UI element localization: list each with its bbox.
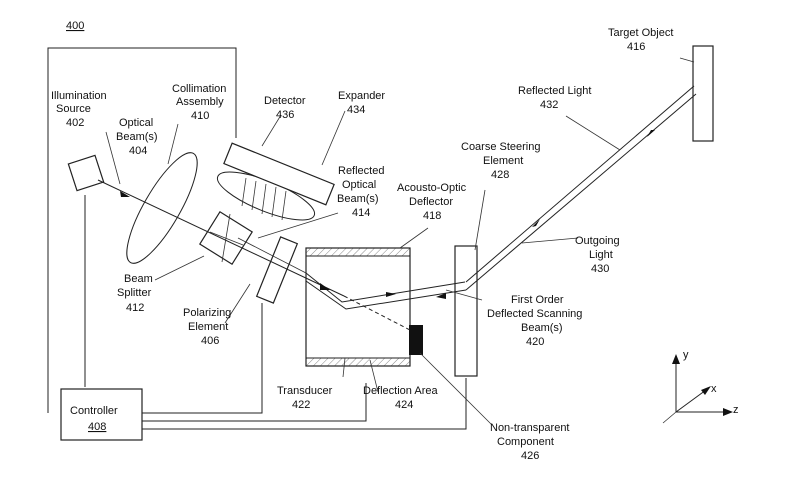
beam-paths [97, 85, 697, 331]
axis-label-z: z [733, 404, 739, 416]
figure-number: 400 [66, 20, 84, 32]
label-optical-beam: Optical Beam(s) 404 [116, 117, 158, 157]
svg-text:404: 404 [129, 145, 147, 157]
label-deflection-area: Deflection Area 424 [363, 385, 438, 411]
axis-label-y: y [683, 349, 689, 361]
svg-text:Polarizing: Polarizing [183, 307, 231, 319]
label-coarse-steering: Coarse Steering Element 428 [461, 141, 541, 181]
svg-text:Deflected Scanning: Deflected Scanning [487, 308, 582, 320]
svg-text:Reflected Light: Reflected Light [518, 85, 591, 97]
beam-splitter [198, 210, 254, 266]
label-collimation-assembly: Collimation Assembly 410 [172, 83, 226, 122]
svg-text:430: 430 [591, 263, 609, 275]
label-target-object: Target Object 416 [608, 27, 673, 53]
svg-text:424: 424 [395, 399, 413, 411]
label-non-transparent: Non-transparent Component 426 [490, 422, 570, 462]
svg-text:Transducer: Transducer [277, 385, 333, 397]
svg-text:Beam: Beam [124, 273, 153, 285]
label-reflected-light: Reflected Light 432 [518, 85, 591, 111]
svg-text:Deflection Area: Deflection Area [363, 385, 438, 397]
svg-text:Component: Component [497, 436, 554, 448]
svg-text:Splitter: Splitter [117, 287, 152, 299]
svg-text:428: 428 [491, 169, 509, 181]
svg-text:418: 418 [423, 210, 441, 222]
label-expander: Expander 434 [338, 90, 385, 116]
detector-box [223, 142, 335, 206]
svg-text:Controller: Controller [70, 405, 118, 417]
svg-text:422: 422 [292, 399, 310, 411]
label-acousto-optic-deflector: Acousto-Optic Deflector 418 [397, 182, 467, 222]
svg-text:Reflected: Reflected [338, 165, 384, 177]
svg-text:420: 420 [526, 336, 544, 348]
svg-text:Optical: Optical [119, 117, 153, 129]
svg-text:402: 402 [66, 117, 84, 129]
collimation-lens [126, 152, 198, 264]
svg-text:414: 414 [352, 207, 370, 219]
label-detector: Detector 436 [264, 95, 306, 121]
coarse-steering-element [454, 245, 478, 377]
non-transparent-component [409, 325, 423, 355]
svg-text:Expander: Expander [338, 90, 385, 102]
svg-text:Beam(s): Beam(s) [116, 131, 158, 143]
controller-box: Controller 408 [60, 388, 143, 441]
label-first-order: First Order Deflected Scanning Beam(s) 4… [487, 294, 582, 348]
svg-text:Acousto-Optic: Acousto-Optic [397, 182, 467, 194]
axis-label-x: x [711, 383, 717, 395]
svg-text:Outgoing: Outgoing [575, 235, 620, 247]
label-transducer: Transducer 422 [277, 385, 333, 411]
label-outgoing-light: Outgoing Light 430 [575, 235, 620, 275]
svg-text:412: 412 [126, 302, 144, 314]
svg-text:Target Object: Target Object [608, 27, 673, 39]
svg-text:Light: Light [589, 249, 613, 261]
target-object [692, 45, 714, 142]
svg-text:Coarse Steering: Coarse Steering [461, 141, 541, 153]
svg-text:426: 426 [521, 450, 539, 462]
label-beam-splitter: Beam Splitter 412 [117, 273, 153, 314]
leader-lines [105, 57, 695, 426]
svg-text:Source: Source [56, 103, 91, 115]
svg-text:416: 416 [627, 41, 645, 53]
label-illumination-source: Illumination Source 402 [51, 90, 107, 129]
svg-text:434: 434 [347, 104, 365, 116]
svg-text:First Order: First Order [511, 294, 564, 306]
svg-text:406: 406 [201, 335, 219, 347]
illumination-source-box [67, 154, 105, 192]
polarizing-element [255, 236, 299, 304]
svg-text:Element: Element [188, 321, 228, 333]
svg-text:Element: Element [483, 155, 523, 167]
expander-lens-lines [241, 177, 287, 221]
svg-text:Deflector: Deflector [409, 196, 453, 208]
svg-text:410: 410 [191, 110, 209, 122]
svg-text:408: 408 [88, 421, 106, 433]
svg-text:Collimation: Collimation [172, 83, 226, 95]
svg-text:Optical: Optical [342, 179, 376, 191]
svg-text:432: 432 [540, 99, 558, 111]
label-reflected-optical-beam: Reflected Optical Beam(s) 414 [337, 165, 384, 219]
coordinate-axes: y x z [662, 349, 739, 424]
svg-text:Beam(s): Beam(s) [521, 322, 563, 334]
svg-text:Detector: Detector [264, 95, 306, 107]
label-polarizing-element: Polarizing Element 406 [183, 307, 231, 347]
svg-text:Assembly: Assembly [176, 96, 224, 108]
svg-text:436: 436 [276, 109, 294, 121]
controller-wiring [47, 47, 467, 430]
beam-arrows [120, 130, 655, 299]
svg-text:Illumination: Illumination [51, 90, 107, 102]
svg-text:Beam(s): Beam(s) [337, 193, 379, 205]
svg-text:Non-transparent: Non-transparent [490, 422, 570, 434]
